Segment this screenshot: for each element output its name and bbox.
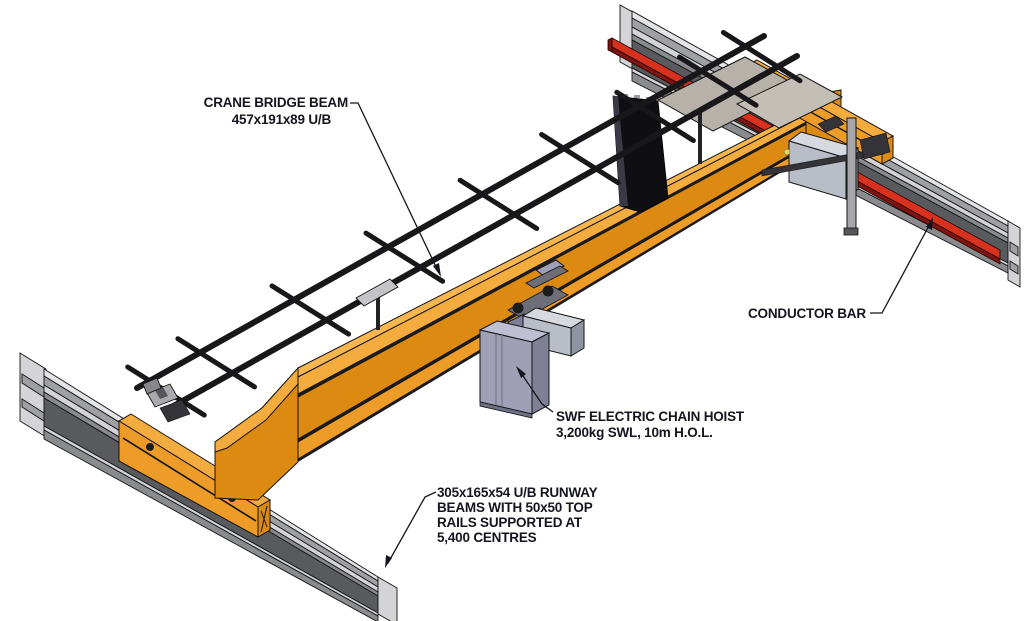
festoon-rail-ladder	[125, 30, 803, 418]
chain-hoist	[478, 259, 586, 419]
ladder-support-post	[376, 292, 380, 330]
ladder-support-post	[698, 108, 702, 164]
festoon-rail-lower	[167, 53, 800, 411]
warning-label	[783, 148, 791, 156]
runway-label-line2: BEAMS WITH 50x50 TOP	[437, 500, 593, 515]
annotations: CRANE BRIDGE BEAM 457x191x89 U/B CONDUCT…	[204, 95, 933, 568]
hoist-label-line1: SWF ELECTRIC CHAIN HOIST	[556, 409, 745, 424]
runway-label-line3: RAILS SUPPORTED AT	[437, 515, 583, 530]
hoist-leader	[516, 366, 554, 413]
festoon-trolley-bracket	[355, 278, 399, 307]
long-travel-drive-motor	[142, 377, 191, 423]
conductor-bar-leader	[870, 217, 933, 314]
bridge-beam-label-line2: 457x191x89 U/B	[232, 112, 332, 127]
runway-label-line1: 305x165x54 U/B RUNWAY	[437, 485, 598, 500]
runway-beam-leader	[385, 491, 437, 568]
bridge-beam-label-line1: CRANE BRIDGE BEAM	[204, 95, 348, 110]
runway-label-line4: 5,400 CENTRES	[437, 530, 537, 545]
conductor-bar-label: CONDUCTOR BAR	[748, 306, 866, 321]
festoon-rail-upper	[134, 33, 767, 391]
hoist-label-line2: 3,200kg SWL, 10m H.O.L.	[556, 425, 713, 440]
collector-post	[761, 117, 891, 236]
crane-bridge-beam	[297, 89, 865, 462]
bridge-connection-taper	[214, 366, 299, 501]
bridge-beam-leader	[350, 102, 441, 277]
